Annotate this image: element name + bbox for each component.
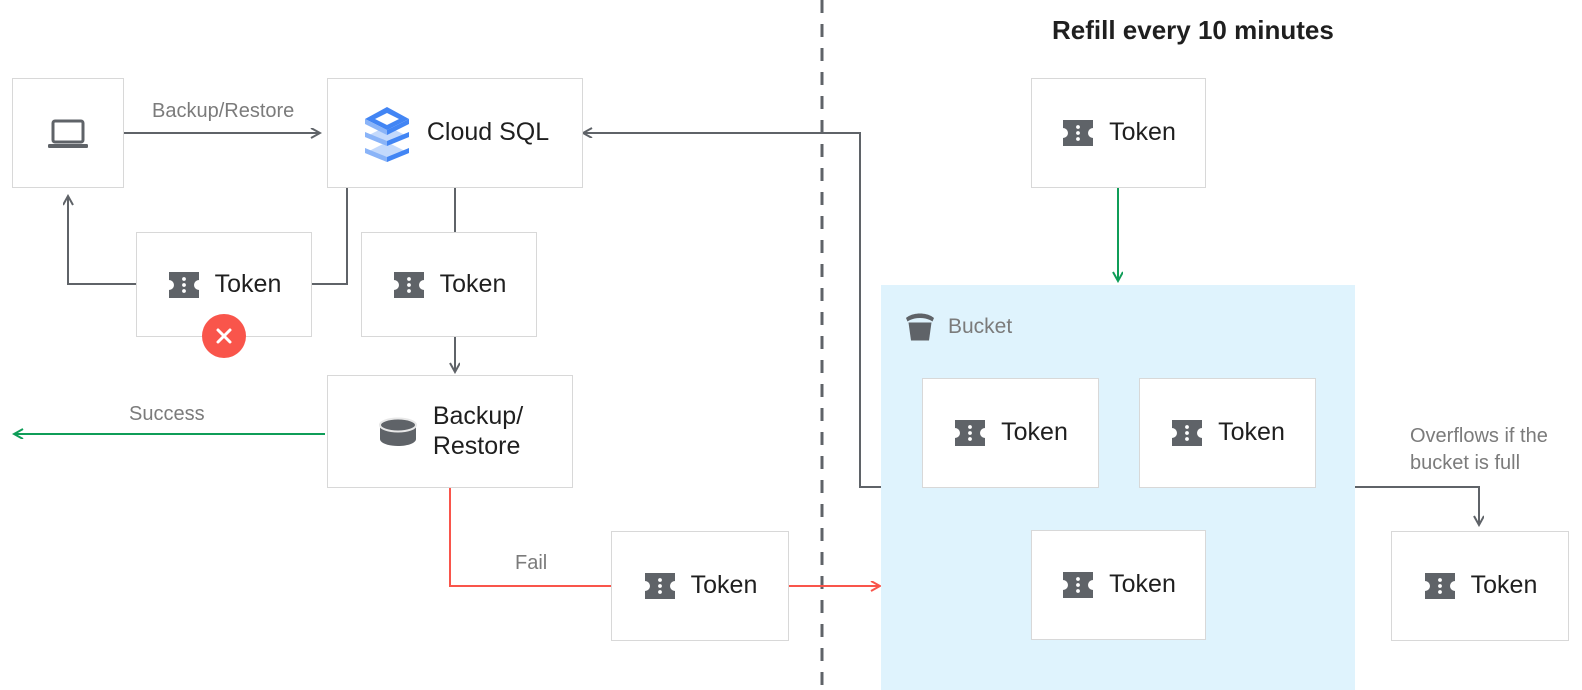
token-icon [1061, 570, 1095, 600]
node-label: Token [690, 571, 758, 600]
node-label: Backup/ Restore [432, 402, 524, 460]
edge-bucket-to-cloudsql [583, 133, 881, 488]
bucket-header: Bucket [903, 311, 1012, 343]
node-label: Token [1001, 418, 1068, 447]
token-icon [167, 270, 201, 300]
node-token-right[interactable]: Token [361, 232, 537, 337]
token-icon [953, 418, 987, 448]
node-label: Token [1109, 570, 1176, 599]
node-cloud-sql[interactable]: Cloud SQL [327, 78, 583, 188]
token-icon [1170, 418, 1204, 448]
status-badge-fail [202, 314, 246, 358]
laptop-icon [45, 113, 91, 153]
token-icon [1423, 571, 1457, 601]
token-icon [1061, 118, 1095, 148]
node-label: Cloud SQL [426, 118, 550, 147]
bucket-label: Bucket [948, 315, 1013, 338]
node-label: Token [1109, 118, 1176, 147]
node-token-fail[interactable]: Token [611, 531, 789, 641]
edge-label-fail: Fail [515, 552, 548, 574]
close-icon [216, 328, 232, 344]
node-token-refill[interactable]: Token [1031, 78, 1206, 188]
node-bucket-token-2[interactable]: Token [1139, 378, 1316, 488]
node-label: Token [1470, 571, 1538, 600]
edge-tokenleft-to-client [68, 196, 136, 285]
token-icon [643, 571, 677, 601]
node-bucket-token-3[interactable]: Token [1031, 530, 1206, 640]
token-icon [392, 270, 426, 300]
edge-label-backup-restore: Backup/Restore [152, 100, 295, 122]
bucket-icon [903, 311, 937, 343]
edge-label-success: Success [129, 403, 205, 425]
node-backup-restore[interactable]: Backup/ Restore [327, 375, 573, 488]
node-token-overflow[interactable]: Token [1391, 531, 1569, 641]
edge-label-overflow: Overflows if the bucket is full [1410, 425, 1548, 474]
edge-bucket-to-overflow [1355, 486, 1479, 525]
edge-cloudsql-to-tokenleft [312, 187, 348, 285]
cloud-sql-icon [361, 104, 413, 162]
node-bucket-token-1[interactable]: Token [922, 378, 1099, 488]
node-label: Token [439, 269, 507, 298]
node-client[interactable] [12, 78, 124, 188]
node-label: Token [214, 269, 282, 298]
page-title: Refill every 10 minutes [1052, 15, 1334, 45]
database-icon [377, 414, 419, 450]
node-label: Token [1218, 418, 1285, 447]
